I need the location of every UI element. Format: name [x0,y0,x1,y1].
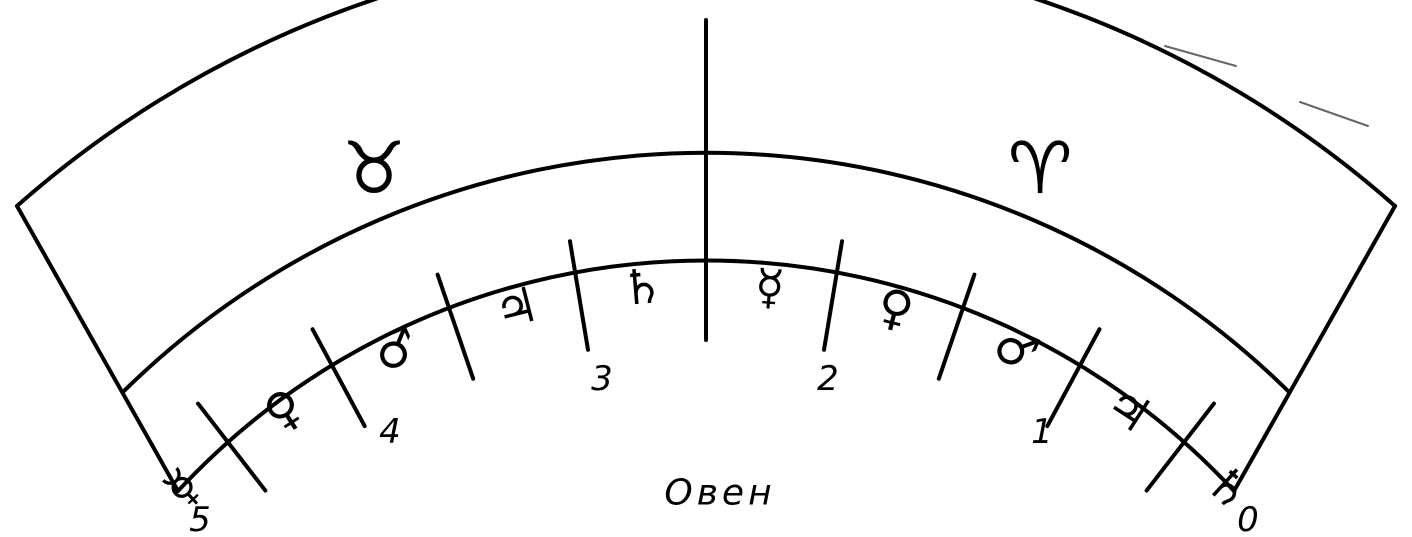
planet-cell-divider [1045,327,1102,429]
planet-glyph-mars: ♂ [365,315,427,384]
right-boundary-line [1232,204,1397,493]
planet-cell-divider [310,327,367,429]
planet-cell-divider [567,239,590,352]
planet-cell-dividers [196,239,1216,493]
planet-cell-divider [1144,401,1216,493]
planet-cell-divider [822,239,845,352]
scan-mark [1299,101,1369,127]
outer-arc [15,0,1397,208]
planet-glyph-jupiter: ♃ [489,276,544,341]
degree-label-4: 4 [379,412,401,452]
degree-label-0: 0 [1237,500,1259,537]
planet-cell-divider [435,272,476,381]
degree-label-1: 1 [1031,412,1053,452]
planet-glyph-venus: ♀ [872,277,920,340]
scan-mark [1164,45,1237,67]
planet-cell-divider [936,272,977,381]
sign-glyph-aries: ♈︎ [1008,126,1073,210]
left-boundary-line [15,204,180,493]
planet-glyph-mars: ♂ [985,315,1047,384]
planet-glyph-mercury: ☿ [753,258,787,316]
degree-label-2: 2 [817,359,839,399]
planet-glyph-venus: ♀ [254,377,314,443]
planet-glyph-saturn: ♄ [619,258,666,317]
degree-label-5: 5 [189,500,211,537]
sign-glyph-taurus: ♉︎ [342,126,407,210]
planet-cell-divider [196,401,268,493]
degree-label-3: 3 [591,359,613,399]
diagram-caption: Овен [664,473,775,514]
planet-glyph-jupiter: ♃ [1095,375,1162,445]
